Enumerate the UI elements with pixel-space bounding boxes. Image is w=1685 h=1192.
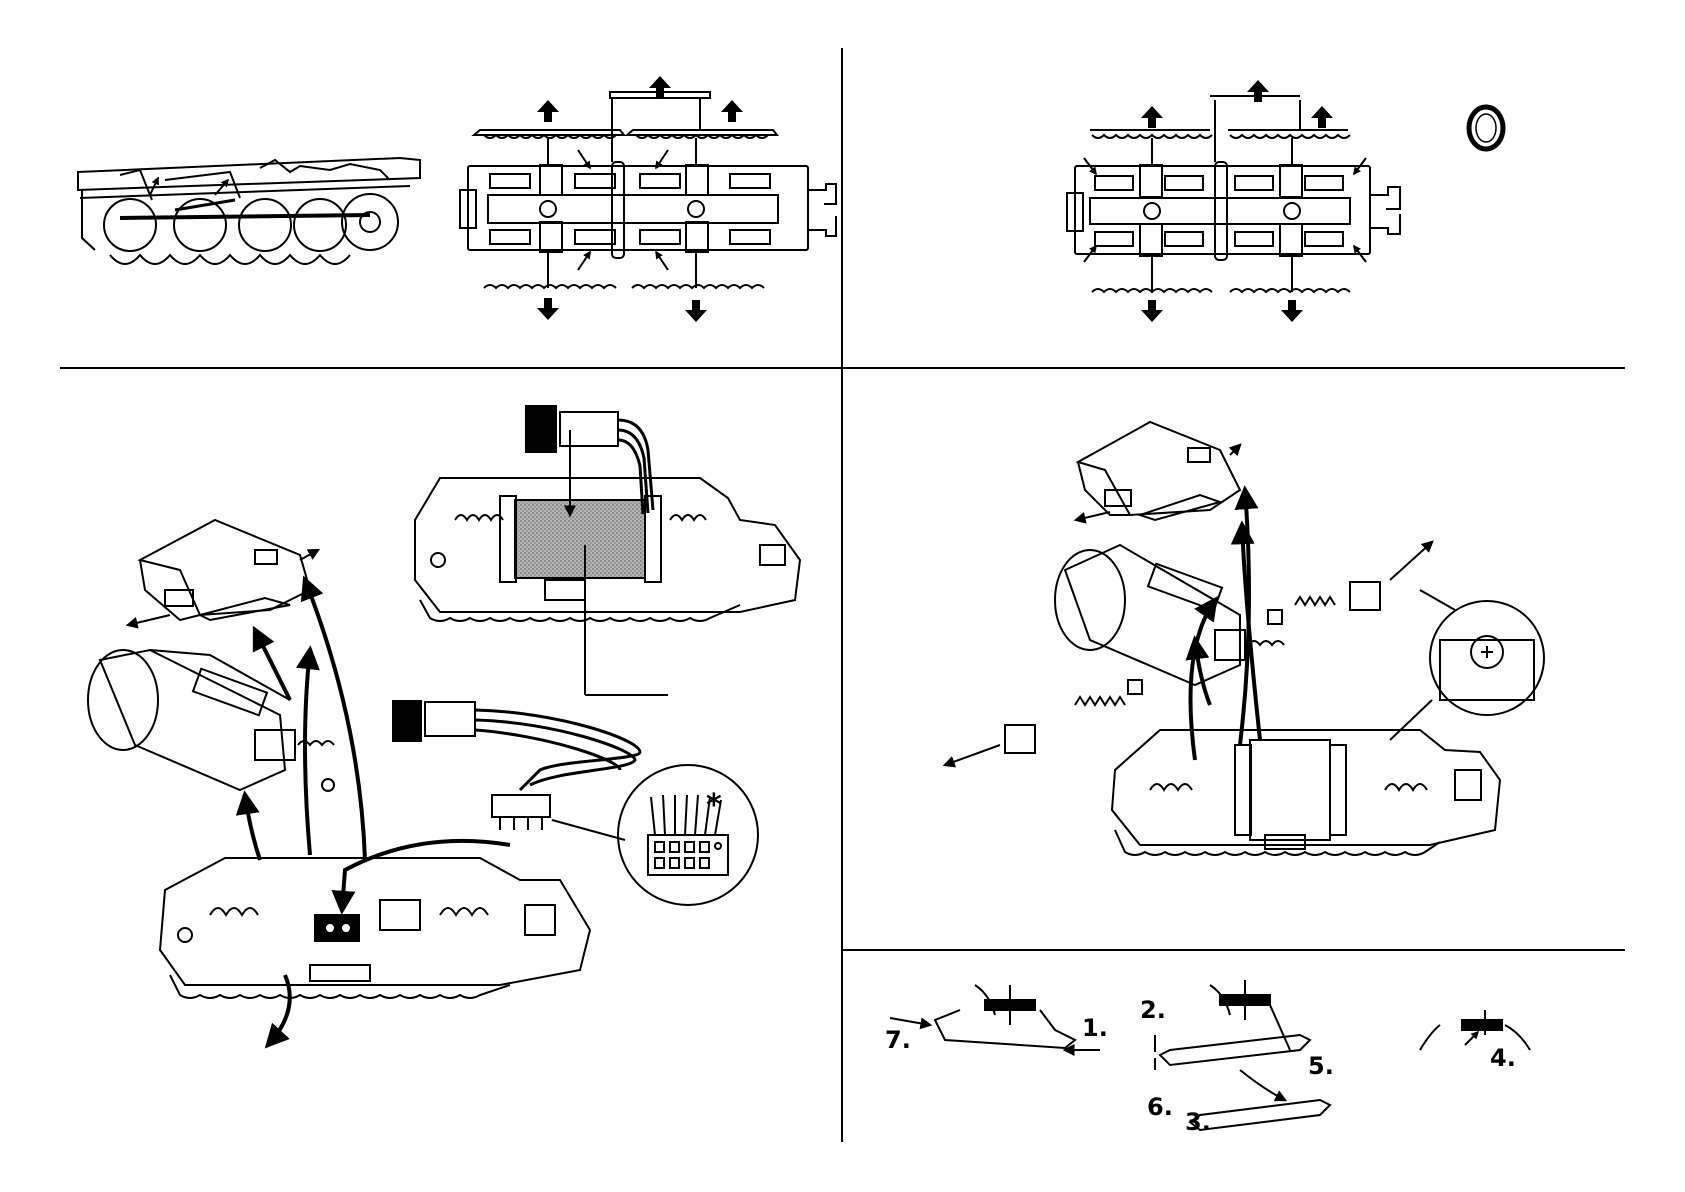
- chassis-top-view-right: [1067, 96, 1400, 292]
- wheel-set-rows: [490, 165, 770, 252]
- driving-wheels: [104, 194, 398, 251]
- step-label-1: 1.: [1082, 1014, 1108, 1042]
- curved-arrow-icon: [1191, 490, 1261, 760]
- chassis-with-decoder: [415, 478, 800, 621]
- arrow-up-icon: [1141, 80, 1333, 128]
- traction-step-b: [1155, 980, 1330, 1130]
- motor-cover-right: [1076, 422, 1240, 520]
- motor-cover-left: [128, 520, 318, 625]
- decoder-harness: [392, 700, 640, 840]
- brush-spring-assembly: [945, 542, 1455, 765]
- chassis-lower-left: [160, 858, 590, 998]
- step-label-3: 3.: [1185, 1108, 1211, 1136]
- traction-step-a: [890, 985, 1100, 1050]
- step-label-7: 7.: [885, 1026, 911, 1054]
- chassis-top-view-left: [460, 92, 836, 288]
- step-label-2: 2.: [1140, 996, 1166, 1024]
- arrow-down-icon: [1141, 300, 1303, 322]
- curved-arrow-icon: [245, 580, 510, 1045]
- loco-side-view: [78, 158, 420, 264]
- panel-dividers: [60, 48, 1625, 1142]
- connector-detail-circle: [618, 765, 758, 905]
- step-labels: 1. 2. 3. 4. 5. 6. 7.: [885, 996, 1516, 1136]
- arrow-down-icon: [537, 298, 707, 322]
- chassis-lower-right: [1112, 730, 1500, 855]
- brush-detail-circle: [1390, 601, 1544, 740]
- step-label-4: 4.: [1490, 1044, 1516, 1072]
- traction-tire-ring-icon: [1469, 107, 1503, 149]
- motor-left: [88, 650, 334, 791]
- step-label-6: 6.: [1147, 1093, 1173, 1121]
- marker-asterisk: *: [706, 788, 722, 823]
- step-label-5: 5.: [1308, 1052, 1334, 1080]
